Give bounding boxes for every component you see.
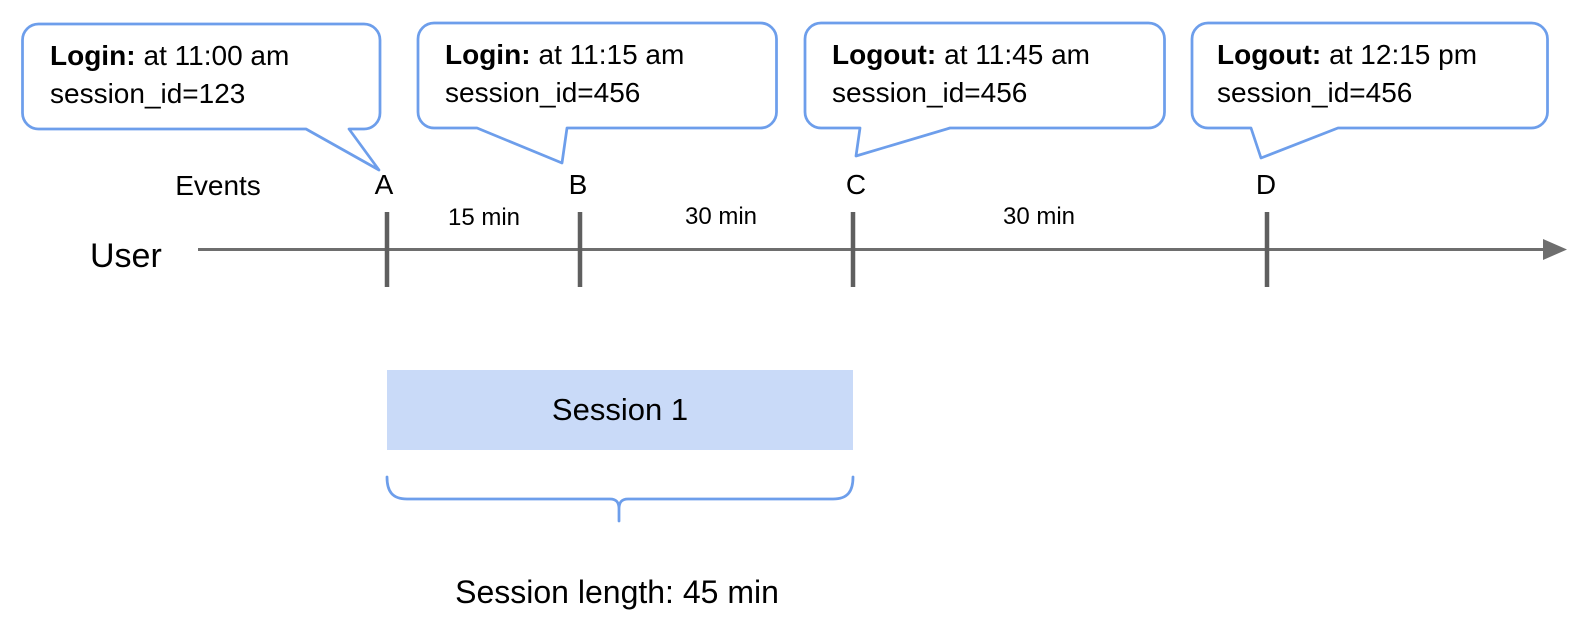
callout-event-label: Login: — [445, 39, 531, 70]
timeline-arrowhead-icon — [1543, 239, 1567, 260]
callout-time-text: at 11:00 am — [143, 40, 290, 71]
callout-line-1: Logout:at 12:15 pm — [1217, 36, 1477, 74]
callout-session-id: session_id=456 — [445, 77, 641, 108]
callout-bubble-logout-c — [803, 21, 1166, 158]
session-1-box: Session 1 — [387, 370, 853, 450]
session-1-box-label: Session 1 — [551, 392, 689, 427]
session-length-label: Session length: 45 min — [455, 574, 779, 610]
event-letter-b: B — [568, 169, 588, 200]
callout-line-1: Login:at 11:15 am — [445, 36, 684, 74]
event-letter-d: D — [1255, 169, 1277, 200]
interval-label-b-c: 30 min — [684, 203, 758, 230]
callout-event-label: Login: — [50, 40, 136, 71]
callout-text-login-a: Login:at 11:00 am session_id=123 — [50, 37, 289, 113]
callout-event-label: Logout: — [832, 39, 937, 70]
interval-label-c-d: 30 min — [1002, 203, 1076, 230]
callout-time-text: at 12:15 pm — [1329, 39, 1478, 70]
callout-line-1: Logout:at 11:45 am — [832, 36, 1090, 74]
callout-text-logout-c: Logout:at 11:45 am session_id=456 — [832, 36, 1090, 112]
callout-bubble-logout-d — [1190, 21, 1549, 160]
callout-time-text: at 11:15 am — [538, 39, 685, 70]
callout-text-login-b: Login:at 11:15 am session_id=456 — [445, 36, 684, 112]
callout-session-id: session_id=456 — [832, 77, 1028, 108]
callout-text-logout-d: Logout:at 12:15 pm session_id=456 — [1217, 36, 1477, 112]
callout-event-label: Logout: — [1217, 39, 1322, 70]
callout-line-1: Login:at 11:00 am — [50, 37, 289, 75]
user-axis-label: User — [90, 237, 162, 275]
session-length-brace — [385, 475, 855, 523]
interval-label-a-b: 15 min — [447, 204, 521, 231]
events-label: Events — [175, 170, 261, 201]
callout-time-text: at 11:45 am — [944, 39, 1090, 70]
callout-bubble-login-a — [21, 22, 382, 172]
callout-session-id: session_id=123 — [50, 78, 246, 109]
callout-session-id: session_id=456 — [1217, 77, 1413, 108]
event-letter-a: A — [374, 169, 394, 200]
event-letter-c: C — [845, 169, 867, 200]
callout-bubble-login-b — [416, 21, 778, 165]
